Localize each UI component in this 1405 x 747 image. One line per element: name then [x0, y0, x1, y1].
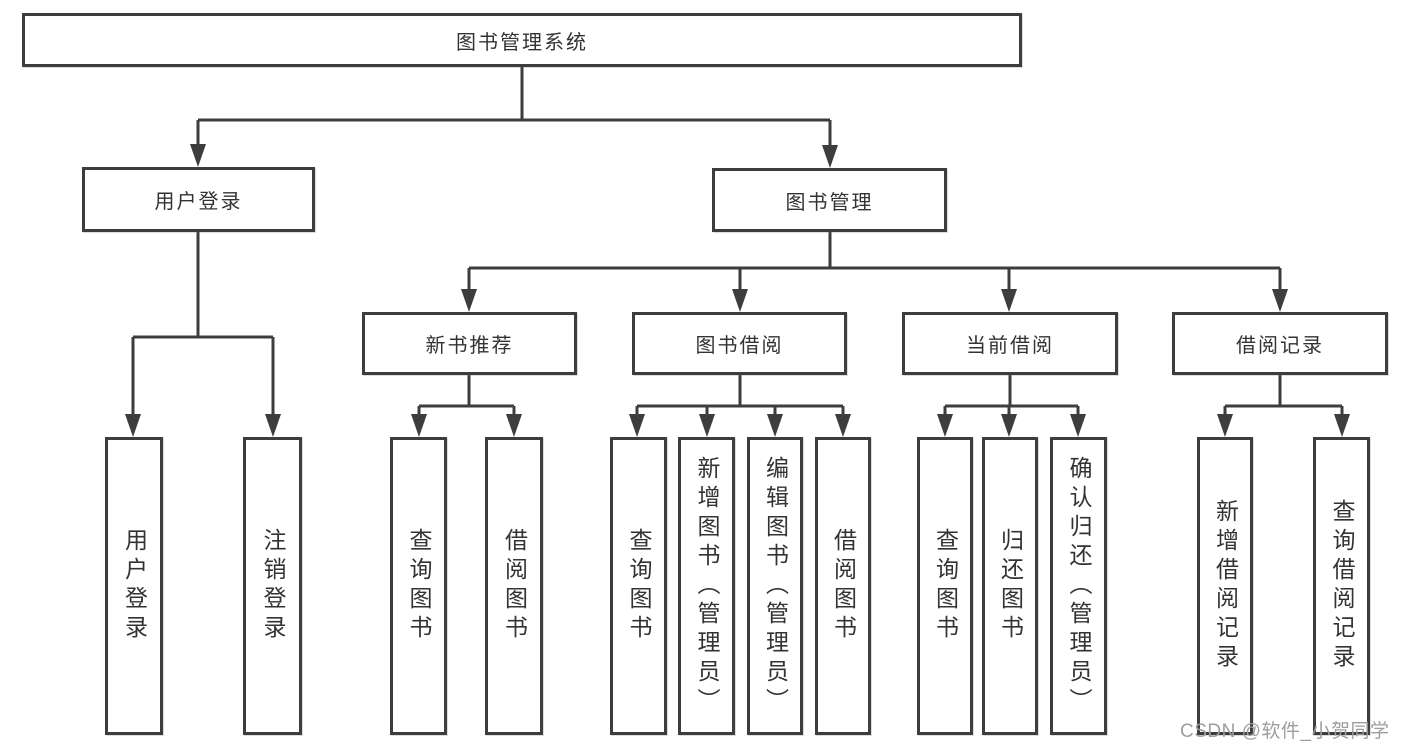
arrowhead — [461, 289, 477, 312]
node-book-borrowing: 图书借阅 — [632, 312, 847, 375]
arrowhead — [1272, 289, 1288, 312]
arrowhead — [1334, 414, 1350, 437]
connector-book-borrow-children — [635, 375, 845, 416]
arrowhead — [835, 414, 851, 437]
node-query-books-1: 查询图书 — [390, 437, 447, 735]
node-label: 注销登录 — [260, 528, 286, 644]
arrowhead — [822, 145, 838, 168]
node-return-book: 归还图书 — [982, 437, 1038, 735]
arrowhead — [190, 144, 206, 167]
node-label: 归还图书 — [997, 528, 1024, 644]
node-label: 查询图书 — [932, 528, 959, 644]
arrowhead — [732, 289, 748, 312]
node-label: 确认归还（管理员） — [1066, 455, 1092, 717]
node-query-books-3: 查询图书 — [917, 437, 973, 735]
connector-new-book-children — [417, 375, 516, 416]
arrowhead — [937, 414, 953, 437]
arrowhead — [1070, 414, 1086, 437]
node-borrow-books-1: 借阅图书 — [485, 437, 543, 735]
node-label: 用户登录 — [121, 528, 148, 644]
node-label: 新增借阅记录 — [1212, 499, 1239, 673]
watermark: CSDN @软件_小贺同学 — [1180, 721, 1390, 742]
node-user-login-leaf: 用户登录 — [105, 437, 163, 735]
node-label: 借阅记录 — [1236, 335, 1324, 357]
node-library-system: 图书管理系统 — [22, 13, 1022, 67]
node-confirm-return-admin: 确认归还（管理员） — [1050, 437, 1107, 735]
node-logout: 注销登录 — [243, 437, 302, 735]
node-label: 查询借阅记录 — [1329, 499, 1355, 673]
arrowhead — [1217, 414, 1233, 437]
node-current-borrowing: 当前借阅 — [902, 312, 1118, 375]
arrowhead — [125, 414, 141, 437]
node-label: 用户登录 — [154, 191, 243, 213]
node-edit-book-admin: 编辑图书（管理员） — [747, 437, 803, 735]
node-borrowing-records: 借阅记录 — [1172, 312, 1388, 375]
connector-book-mgmt-children — [467, 232, 1282, 291]
node-label: 图书借阅 — [695, 335, 784, 357]
node-label: 查询图书 — [626, 528, 652, 644]
node-label: 图书管理系统 — [456, 31, 588, 54]
node-borrow-books-2: 借阅图书 — [815, 437, 871, 735]
connector-current-borrow-children — [943, 375, 1080, 416]
arrowhead — [767, 414, 783, 437]
node-label: 借阅图书 — [830, 528, 857, 644]
connector-borrow-records-children — [1223, 375, 1344, 416]
node-label: 图书管理 — [785, 191, 874, 214]
node-user-login: 用户登录 — [82, 167, 315, 232]
node-query-books-2: 查询图书 — [610, 437, 667, 735]
arrowhead — [506, 414, 522, 437]
node-label: 编辑图书（管理员） — [762, 455, 789, 717]
arrowhead — [411, 414, 427, 437]
arrowhead — [1001, 289, 1017, 312]
node-add-borrow-record: 新增借阅记录 — [1197, 437, 1253, 735]
connector-root-to-level1 — [196, 67, 832, 147]
node-label: 借阅图书 — [501, 528, 528, 644]
node-label: 当前借阅 — [966, 335, 1054, 357]
arrowhead — [265, 414, 281, 437]
node-label: 新书推荐 — [425, 335, 514, 357]
arrowhead — [1001, 414, 1017, 437]
connector-user-login-children — [131, 232, 275, 416]
arrowhead — [699, 414, 715, 437]
node-label: 新增图书（管理员） — [694, 455, 720, 717]
node-new-book-recommend: 新书推荐 — [362, 312, 577, 375]
node-book-management: 图书管理 — [712, 168, 947, 232]
node-add-book-admin: 新增图书（管理员） — [678, 437, 735, 735]
node-query-borrow-record: 查询借阅记录 — [1313, 437, 1370, 735]
node-label: 查询图书 — [406, 528, 432, 644]
arrowhead — [629, 414, 645, 437]
